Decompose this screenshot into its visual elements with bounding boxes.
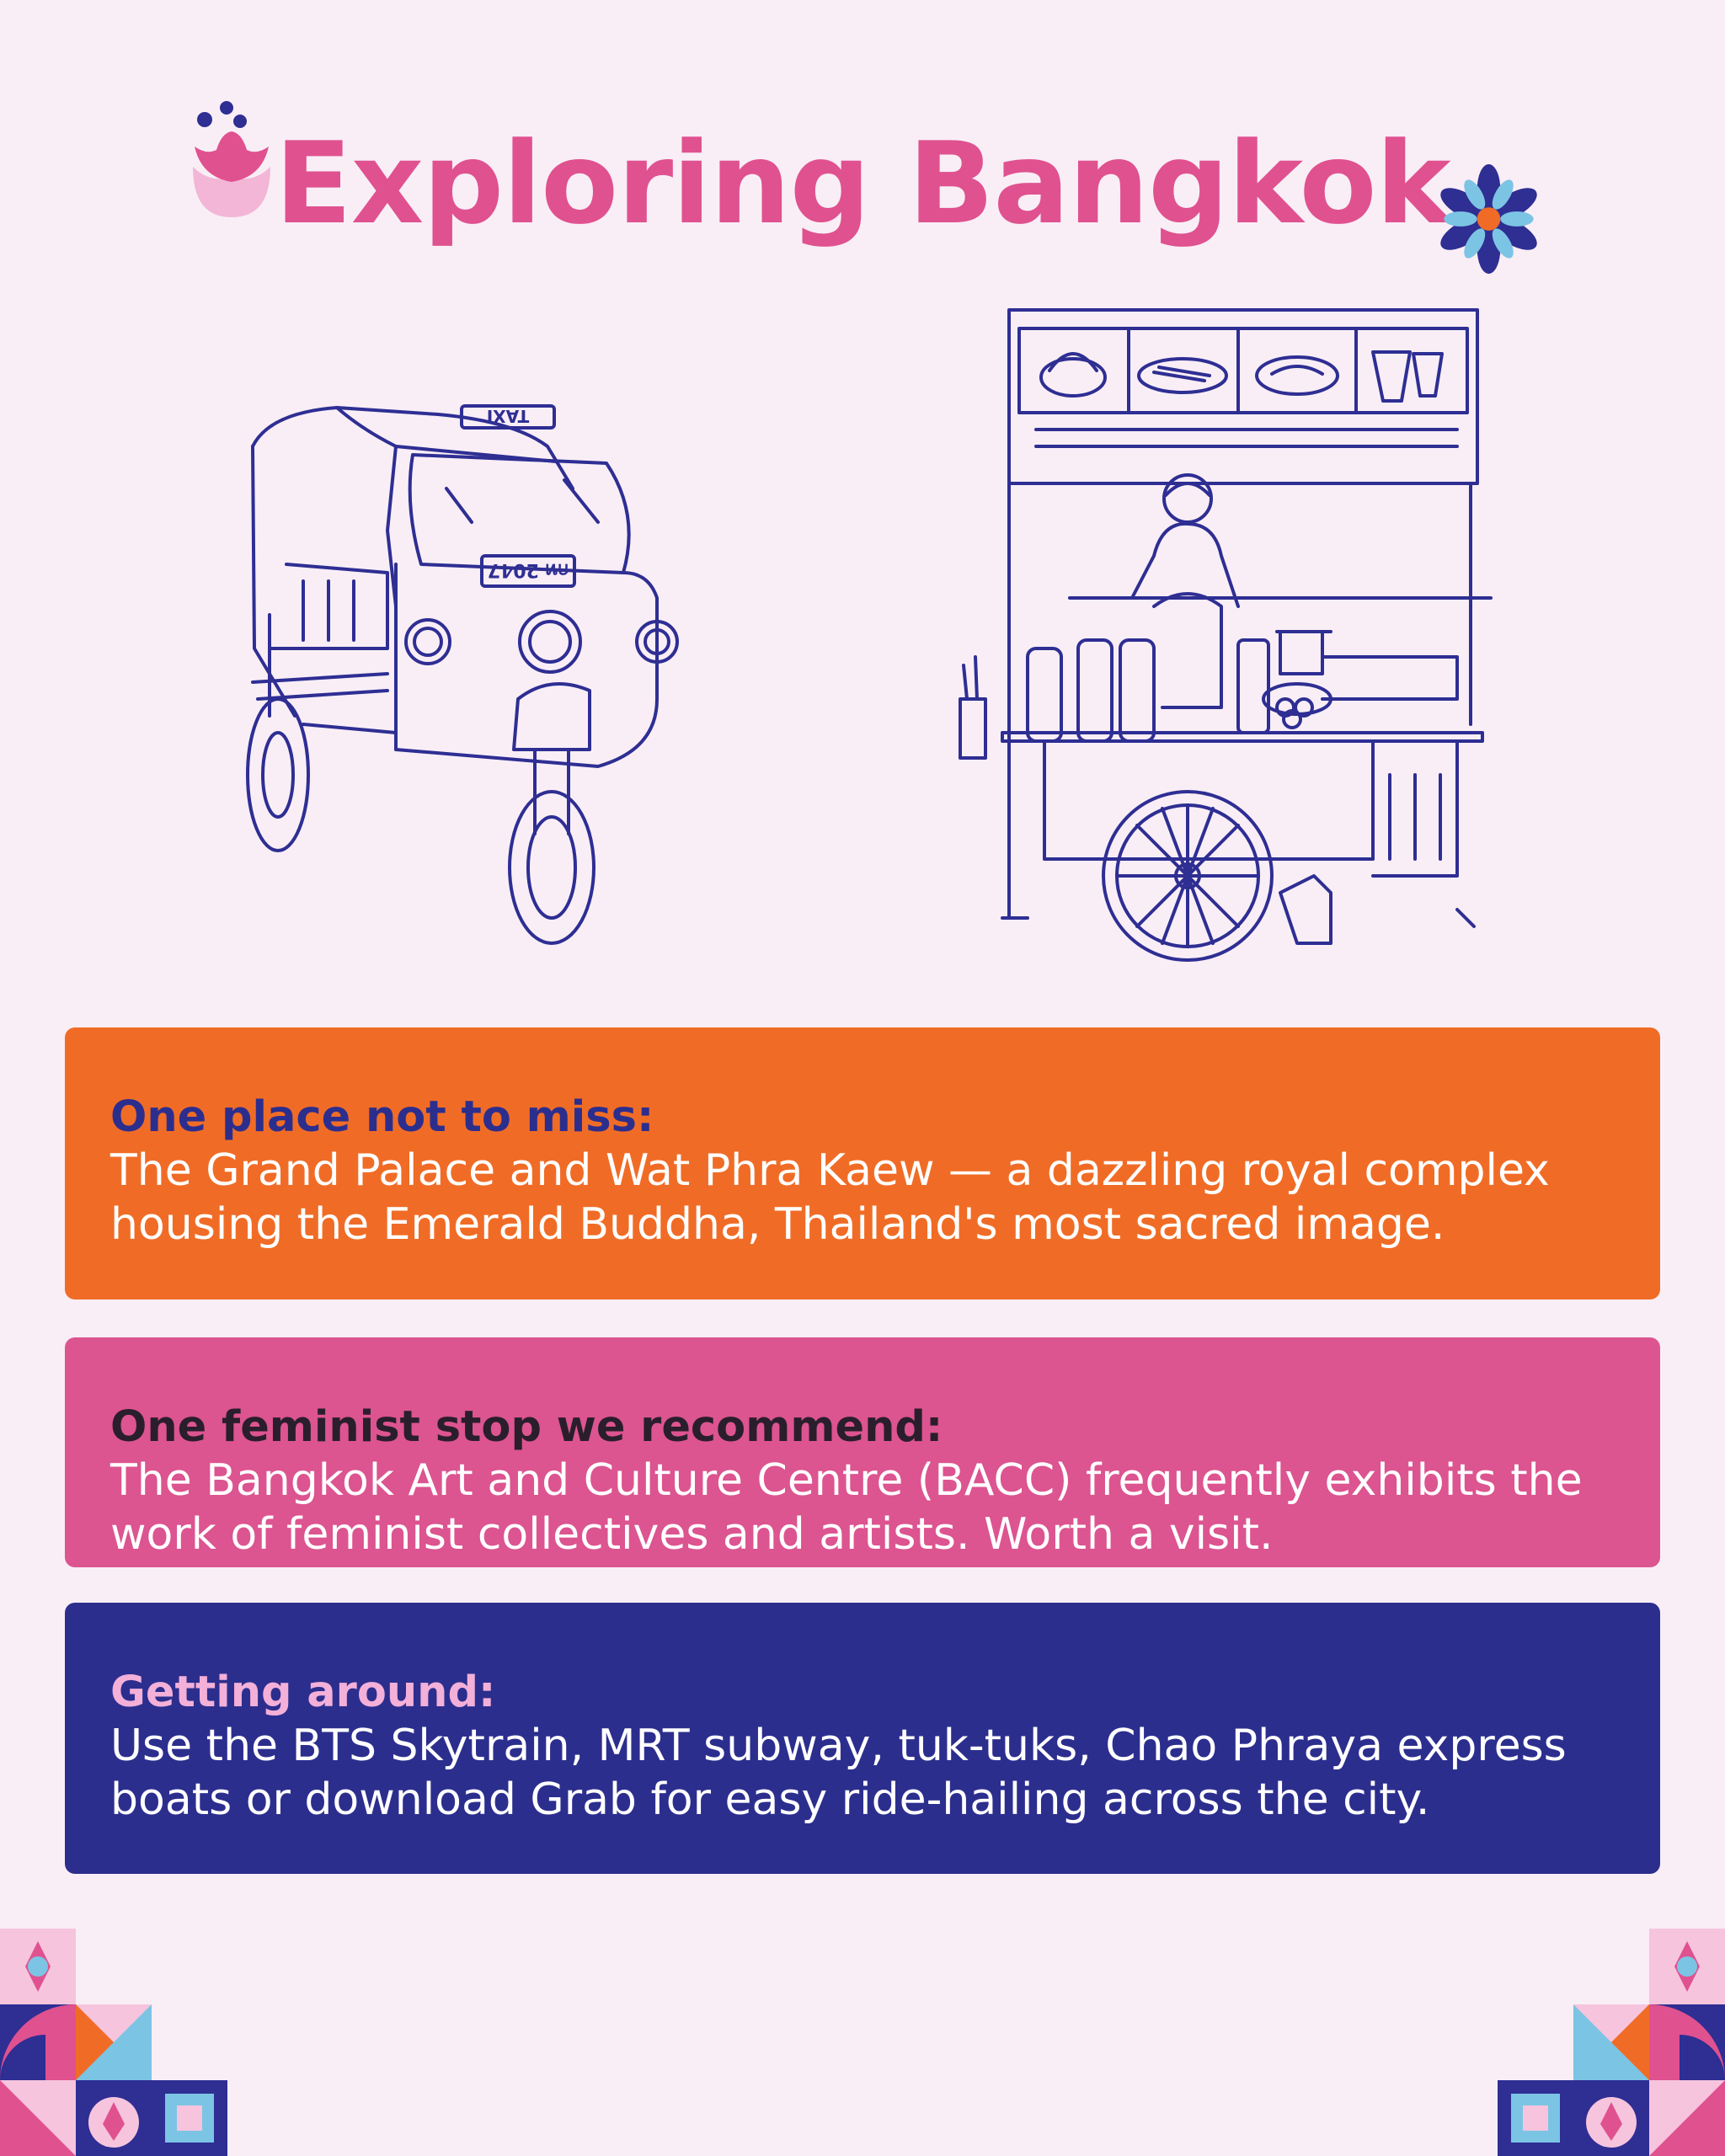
card-heading: One place not to miss: <box>110 1092 654 1142</box>
geometric-pattern-right <box>1498 1929 1725 2156</box>
card-body: Use the BTS Skytrain, MRT subway, tuk-tu… <box>110 1721 1567 1825</box>
card-body: The Bangkok Art and Culture Centre (BACC… <box>110 1455 1583 1560</box>
food-cart-illustration <box>959 308 1493 962</box>
plate-text: กท 2047 <box>488 559 569 580</box>
card-getting-around: Getting around: Use the BTS Skytrain, MR… <box>65 1603 1660 1874</box>
geometric-pattern-left <box>0 1929 227 2156</box>
card-heading: One feminist stop we recommend: <box>110 1402 943 1452</box>
tulip-icon <box>193 101 270 217</box>
flower-icon <box>1440 164 1537 274</box>
card-feminist-stop: One feminist stop we recommend: The Bang… <box>65 1337 1660 1567</box>
page-title: Exploring Bangkok <box>275 118 1450 249</box>
card-body: The Grand Palace and Wat Phra Kaew — a d… <box>110 1145 1550 1250</box>
card-place-not-to-miss: One place not to miss: The Grand Palace … <box>65 1027 1660 1299</box>
taxi-sign: TAXI <box>487 406 529 426</box>
tuktuk-illustration: TAXI กท 2047 <box>246 404 679 945</box>
card-heading: Getting around: <box>110 1668 496 1717</box>
